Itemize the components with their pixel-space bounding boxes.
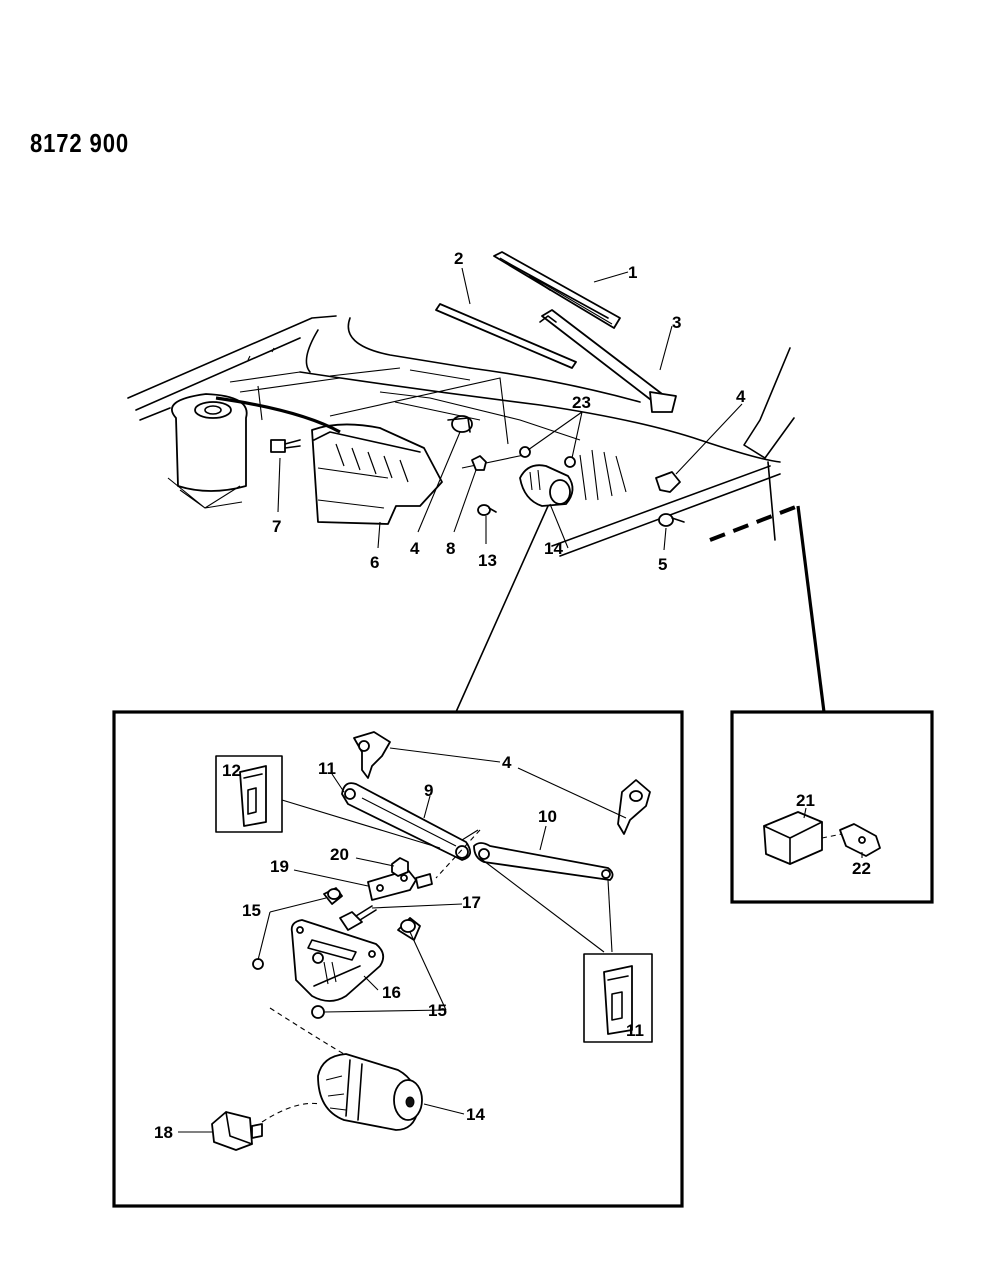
- callout-12: 12: [222, 761, 241, 780]
- relay-assembly-line: [821, 833, 843, 839]
- callout-11-inset: 11: [626, 1021, 644, 1040]
- detail-leader-lines: [178, 747, 627, 1133]
- callout-4-right: 4: [736, 387, 746, 406]
- drive-link-10: [473, 842, 614, 881]
- callout-22: 22: [852, 859, 871, 878]
- detail-leader-relay: [796, 505, 826, 713]
- wiper-blade: [493, 251, 621, 329]
- callout-17: 17: [462, 893, 481, 912]
- nut-20: [391, 857, 409, 877]
- pivot-assembly-left: [353, 731, 391, 779]
- vehicle-cowl-view: [127, 315, 795, 557]
- callout-4-detail: 4: [502, 753, 512, 772]
- washer-15-left: [252, 958, 264, 970]
- callout-7: 7: [272, 517, 281, 536]
- detail-leader-motor: [455, 505, 549, 713]
- callout-23: 23: [572, 393, 591, 412]
- document-number: 8172 900: [30, 128, 129, 158]
- inset-box-11: [583, 953, 653, 1043]
- wiper-relay-21: [763, 811, 823, 865]
- inset-box-12: [215, 755, 283, 833]
- upper-leader-lines: [277, 267, 743, 551]
- callout-15-lower: 15: [428, 1001, 447, 1020]
- bushing-clip-12: [239, 765, 267, 827]
- callout-14-upper: 14: [544, 539, 563, 558]
- relay-bracket-22: [839, 823, 881, 857]
- callout-21: 21: [796, 791, 815, 810]
- callout-19: 19: [270, 857, 289, 876]
- callout-11-upper: 11: [318, 759, 336, 778]
- stud-17: [339, 905, 377, 931]
- wiper-linkage-detail-box: [112, 710, 684, 1208]
- callout-18: 18: [154, 1123, 173, 1142]
- grommet-15-right: [397, 917, 421, 941]
- detail-leader-relay-dashed: [709, 504, 799, 542]
- callout-14-detail: 14: [466, 1105, 485, 1124]
- callout-15-left: 15: [242, 901, 261, 920]
- callout-20: 20: [330, 845, 349, 864]
- relay-detail-box: [730, 710, 934, 904]
- wiper-blade-refill: [435, 303, 577, 369]
- callout-13: 13: [478, 551, 497, 570]
- callout-8: 8: [446, 539, 455, 558]
- wiper-motor-14: [317, 1053, 423, 1131]
- callout-2: 2: [454, 249, 463, 268]
- callout-5: 5: [658, 555, 667, 574]
- callout-3: 3: [672, 313, 681, 332]
- assembly-dashed-lines: [261, 829, 481, 1123]
- pivot-assembly-right: [617, 779, 651, 835]
- callout-1: 1: [628, 263, 637, 282]
- washer-15-lower: [311, 1005, 325, 1019]
- callout-9: 9: [424, 781, 433, 800]
- grommet-15-upper: [323, 887, 343, 905]
- bushing-clip-11: [603, 965, 633, 1035]
- drive-link-9: [341, 782, 472, 861]
- callout-4-left: 4: [410, 539, 420, 558]
- wiper-arm: [539, 309, 677, 413]
- motor-mount-plate-16: [290, 919, 385, 1002]
- callout-6: 6: [370, 553, 379, 572]
- callout-16: 16: [382, 983, 401, 1002]
- callout-10: 10: [538, 807, 557, 826]
- relay-leader-21: [803, 807, 807, 819]
- wiring-connector-18: [211, 1111, 263, 1151]
